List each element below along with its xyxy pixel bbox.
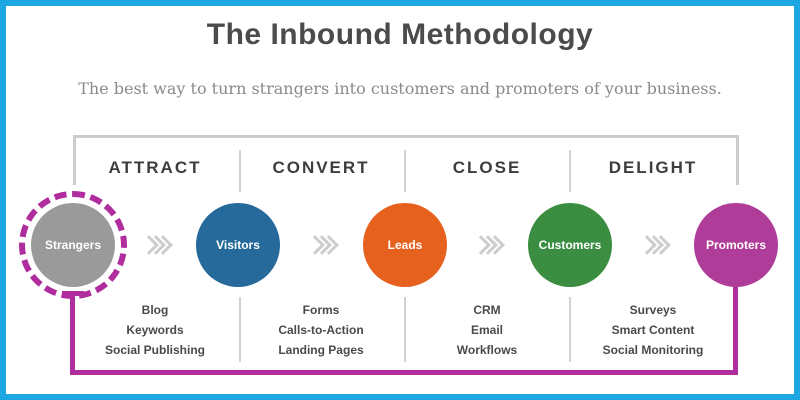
connector-line-left	[70, 291, 75, 375]
tool-item: CRM	[473, 303, 501, 317]
persona-circle-strangers: Strangers	[31, 203, 115, 287]
tools-column-convert: Forms Calls-to-Action Landing Pages	[236, 300, 406, 360]
arrow-chevrons-icon	[458, 233, 518, 257]
tool-item: Forms	[302, 303, 340, 317]
tool-item: Landing Pages	[278, 343, 364, 357]
arrow-chevrons-icon	[126, 233, 186, 257]
tool-item: Email	[470, 323, 503, 337]
persona-circle-promoters: Promoters	[694, 203, 778, 287]
tool-item: Calls-to-Action	[278, 323, 364, 337]
stage-divider	[569, 150, 571, 192]
stage-divider	[239, 150, 241, 192]
tool-item: Blog	[141, 303, 169, 317]
tool-item: Surveys	[629, 303, 677, 317]
arrow-chevrons-icon	[624, 233, 684, 257]
arrow-chevrons-icon	[292, 233, 352, 257]
connector-line-right	[733, 287, 738, 375]
persona-circle-visitors: Visitors	[196, 203, 280, 287]
connector-line-bottom	[70, 370, 738, 375]
tools-divider	[239, 297, 241, 362]
tools-divider	[569, 297, 571, 362]
persona-circle-customers: Customers	[528, 203, 612, 287]
stage-label-close: CLOSE	[452, 158, 522, 177]
strangers-dashed-ring	[19, 191, 127, 299]
page-title: The Inbound Methodology	[206, 18, 594, 51]
tool-item: Social Publishing	[104, 343, 205, 357]
stage-divider	[404, 150, 406, 192]
stage-label-convert: CONVERT	[272, 158, 370, 177]
tools-column-attract: Blog Keywords Social Publishing	[70, 300, 240, 360]
stages-bracket	[73, 135, 739, 185]
stage-label-attract: ATTRACT	[108, 158, 202, 177]
stage-label-delight: DELIGHT	[608, 158, 698, 177]
page-subtitle: The best way to turn strangers into cust…	[78, 79, 722, 98]
tools-column-close: CRM Email Workflows	[402, 300, 572, 360]
tools-divider	[404, 297, 406, 362]
tool-item: Workflows	[456, 343, 518, 357]
tools-column-delight: Surveys Smart Content Social Monitoring	[568, 300, 738, 360]
tool-item: Keywords	[126, 323, 184, 337]
tool-item: Smart Content	[611, 323, 695, 337]
tool-item: Social Monitoring	[602, 343, 704, 357]
persona-circle-leads: Leads	[363, 203, 447, 287]
